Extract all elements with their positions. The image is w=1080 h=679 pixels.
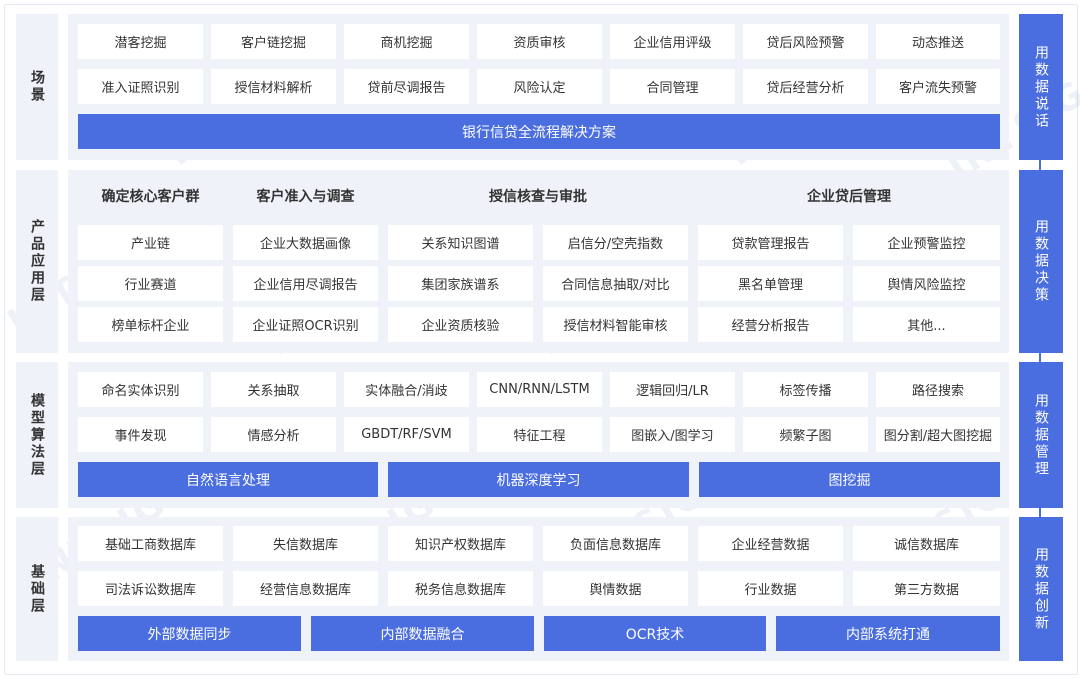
scene-cell: 商机挖掘 (344, 24, 469, 59)
base-cell: 舆情数据 (543, 571, 688, 606)
product-cell: 集团家族谱系 (388, 266, 533, 301)
model-cell: 情感分析 (211, 417, 336, 452)
base-bar-external-sync: 外部数据同步 (78, 616, 301, 651)
scene-cell: 贷后风险预警 (743, 24, 868, 59)
model-cell: 图嵌入/图学习 (610, 417, 735, 452)
base-cell: 负面信息数据库 (543, 526, 688, 561)
product-cell: 舆情风险监控 (853, 266, 1000, 301)
scene-cell: 风险认定 (477, 69, 602, 104)
model-cell: CNN/RNN/LSTM (477, 372, 602, 407)
scene-cell: 潜客挖掘 (78, 24, 203, 59)
scene-cell: 贷前尽调报告 (344, 69, 469, 104)
right-label-decide: 用数据决策 (1019, 170, 1063, 353)
right-label-speak: 用数据说话 (1019, 14, 1063, 160)
base-cell: 第三方数据 (853, 571, 1000, 606)
product-cell: 合同信息抽取/对比 (543, 266, 688, 301)
base-cell: 司法诉讼数据库 (78, 571, 223, 606)
product-layer-panel: 确定核心客户群 客户准入与调查 授信核查与审批 企业贷后管理 产业链 企业大数据… (68, 170, 1009, 353)
model-cell: GBDT/RF/SVM (344, 417, 469, 452)
scene-cell: 动态推送 (876, 24, 1000, 59)
product-heading: 客户准入与调查 (256, 189, 355, 205)
product-cell: 企业大数据画像 (233, 225, 378, 260)
product-cell: 企业资质核验 (388, 307, 533, 342)
scene-cell: 企业信用评级 (610, 24, 735, 59)
diagram-frame (4, 4, 1078, 675)
product-heading: 授信核查与审批 (489, 189, 587, 205)
base-cell: 经营信息数据库 (233, 571, 378, 606)
product-cell: 贷款管理报告 (698, 225, 843, 260)
scene-cell: 客户流失预警 (876, 69, 1000, 104)
product-cell: 授信材料智能审核 (543, 307, 688, 342)
model-layer-label: 模型算法层 (16, 362, 58, 508)
base-layer-label: 基础层 (16, 517, 58, 661)
model-cell: 特征工程 (477, 417, 602, 452)
model-cell: 频繁子图 (743, 417, 868, 452)
base-cell: 知识产权数据库 (388, 526, 533, 561)
product-cell: 企业预警监控 (853, 225, 1000, 260)
base-bar-internal-fusion: 内部数据融合 (311, 616, 534, 651)
model-layer-panel: 命名实体识别 关系抽取 实体融合/消歧 CNN/RNN/LSTM 逻辑回归/LR… (68, 362, 1009, 508)
model-bar-ml: 机器深度学习 (388, 462, 689, 497)
product-cell: 企业证照OCR识别 (233, 307, 378, 342)
product-cell: 其他... (853, 307, 1000, 342)
model-cell: 实体融合/消歧 (344, 372, 469, 407)
product-layer-label: 产品应用层 (16, 170, 58, 353)
scene-cell: 授信材料解析 (211, 69, 336, 104)
base-cell: 失信数据库 (233, 526, 378, 561)
base-cell: 税务信息数据库 (388, 571, 533, 606)
model-cell: 命名实体识别 (78, 372, 203, 407)
model-cell: 逻辑回归/LR (610, 372, 735, 407)
base-bar-ocr: OCR技术 (544, 616, 766, 651)
product-heading: 企业贷后管理 (807, 189, 891, 205)
product-cell: 产业链 (78, 225, 223, 260)
model-cell: 标签传播 (743, 372, 868, 407)
right-label-innovate: 用数据创新 (1019, 517, 1063, 661)
scene-layer-panel: 潜客挖掘 客户链挖掘 商机挖掘 资质审核 企业信用评级 贷后风险预警 动态推送 … (68, 14, 1009, 160)
scene-layer-label: 场景 (16, 14, 58, 160)
product-cell: 黑名单管理 (698, 266, 843, 301)
model-cell: 路径搜索 (876, 372, 1000, 407)
product-heading: 确定核心客户群 (101, 189, 200, 205)
base-layer-panel: 基础工商数据库 失信数据库 知识产权数据库 负面信息数据库 企业经营数据 诚信数… (68, 517, 1009, 661)
product-cell: 行业赛道 (78, 266, 223, 301)
product-cell: 经营分析报告 (698, 307, 843, 342)
right-connector (1039, 508, 1041, 520)
base-cell: 诚信数据库 (853, 526, 1000, 561)
base-bar-system-integration: 内部系统打通 (776, 616, 1000, 651)
product-cell: 启信分/空壳指数 (543, 225, 688, 260)
product-cell: 关系知识图谱 (388, 225, 533, 260)
base-cell: 基础工商数据库 (78, 526, 223, 561)
right-label-manage: 用数据管理 (1019, 362, 1063, 508)
product-cell: 企业信用尽调报告 (233, 266, 378, 301)
base-cell: 行业数据 (698, 571, 843, 606)
scene-cell: 客户链挖掘 (211, 24, 336, 59)
model-bar-graph: 图挖掘 (699, 462, 1000, 497)
scene-cell: 资质审核 (477, 24, 602, 59)
scene-cell: 准入证照识别 (78, 69, 203, 104)
solution-bar: 银行信贷全流程解决方案 (78, 114, 1000, 149)
scene-cell: 贷后经营分析 (743, 69, 868, 104)
model-cell: 事件发现 (78, 417, 203, 452)
base-cell: 企业经营数据 (698, 526, 843, 561)
model-bar-nlp: 自然语言处理 (78, 462, 378, 497)
scene-cell: 合同管理 (610, 69, 735, 104)
model-cell: 关系抽取 (211, 372, 336, 407)
product-cell: 榜单标杆企业 (78, 307, 223, 342)
right-connector (1039, 160, 1041, 172)
model-cell: 图分割/超大图挖掘 (876, 417, 1000, 452)
right-connector (1039, 353, 1041, 365)
